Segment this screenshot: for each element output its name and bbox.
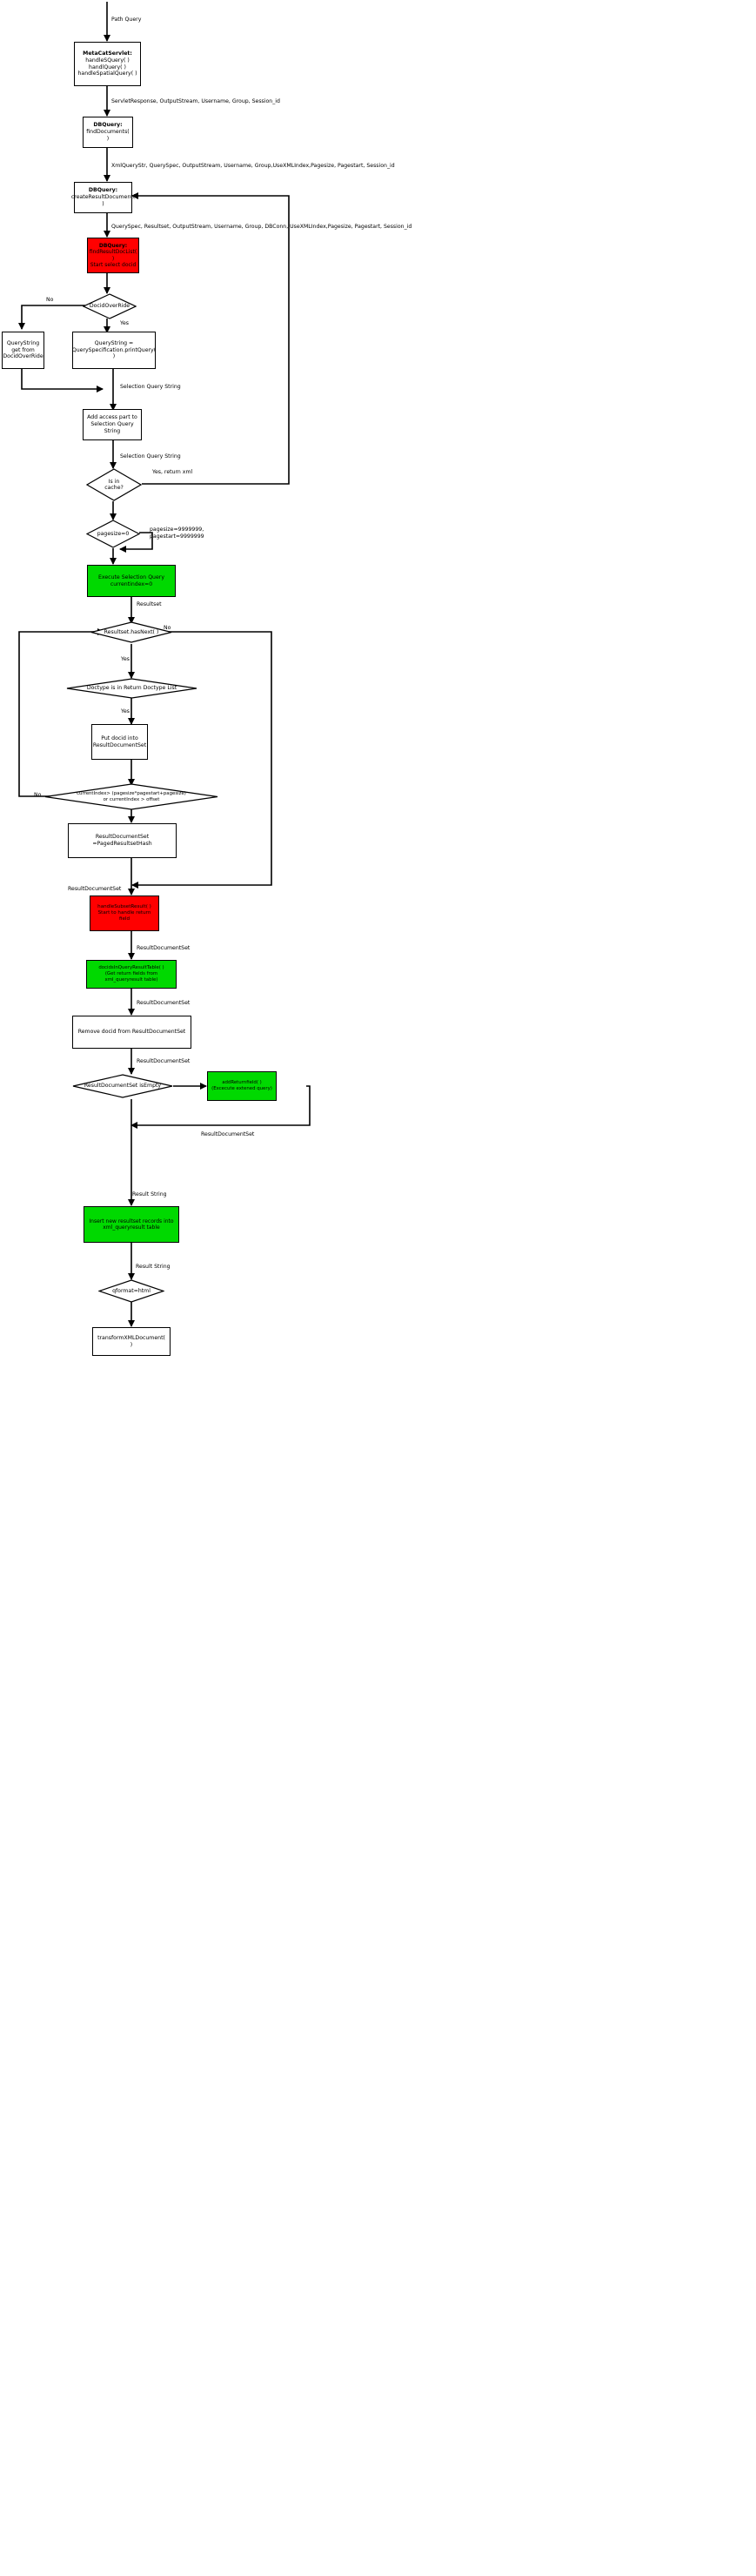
edge-label-docid-yes: Yes xyxy=(120,320,129,326)
node-insert-new-resultset-line-0: Insert new resultset records into xyxy=(89,1218,174,1224)
edge-label-result-string-1: ResultDocumentSet xyxy=(201,1131,255,1137)
diamond-shape xyxy=(86,520,140,548)
node-querystring-getfrom-line-0: QueryString xyxy=(6,339,40,346)
edge-label-hasnext-no: No xyxy=(164,625,171,631)
node-currentindex-check-line-0: currentIndex> (pagesize*pagestart+pagesi… xyxy=(77,791,186,797)
node-dbquery-findresultdoclist-line-1: Start select docid xyxy=(90,262,137,268)
node-handle-subset-result-line-0: handleSubsetResult( ) xyxy=(97,904,151,910)
edge-label-path-query: Path Query xyxy=(111,17,142,23)
node-resultdocumentset-paged-line-0: ResultDocumentSet =PagedResultsetHash xyxy=(92,834,152,847)
node-currentindex-check[interactable]: currentIndex> (pagesize*pagestart+pagesi… xyxy=(44,783,218,810)
node-currentindex-check-line-1: or currentIndex > offset xyxy=(103,796,160,802)
node-doctype-in-return-list[interactable]: Doctype is in Return Doctype List xyxy=(66,678,197,699)
node-handle-subset-result[interactable]: handleSubsetResult( ) Start to handle re… xyxy=(90,896,159,931)
diamond-shape xyxy=(90,621,172,643)
node-addreturnfield[interactable]: addReturnfield( ) (Excecute extened quer… xyxy=(207,1071,277,1101)
node-qformat-html[interactable]: qformat=html xyxy=(98,1279,164,1303)
node-querystring-getfrom-line-2: DocidOverRide xyxy=(3,353,43,360)
node-metacatservlet-line-1: handlQuery( ) xyxy=(89,64,126,70)
node-resultset-hasnext[interactable]: Resultset.hasNext( ) xyxy=(90,621,172,643)
node-transform-xml-document[interactable]: transformXMLDocument( ) xyxy=(92,1327,171,1356)
diamond-shape xyxy=(86,468,142,501)
edge-label-servlet-response-args: ServletResponse, OutputStream, Username,… xyxy=(111,98,280,104)
edge-label-qformat-yes: Result String xyxy=(136,1264,171,1270)
node-remove-docid-line-0: Remove docid from ResultDocumentSet xyxy=(77,1029,186,1036)
node-dbquery-createresultdocument-line-0: createResultDocument( ) xyxy=(70,194,136,207)
node-querystring-printquery[interactable]: QueryString = QuerySpecification.printQu… xyxy=(72,332,156,369)
node-put-docid-line-1: ResultDocumentSet xyxy=(92,741,147,748)
edge-label-queryspec-args: QuerySpec, Resultset, OutputStream, User… xyxy=(111,224,412,230)
node-is-in-cache[interactable]: Is in cache? xyxy=(86,468,142,501)
node-addreturnfield-line-1: (Excecute extened query) xyxy=(211,1086,272,1091)
node-dbquery-finddocuments-line-0: findDocuments( ) xyxy=(86,129,130,142)
node-add-access-part-line-0: Add access part to xyxy=(87,414,137,421)
node-doctype-in-return-list-label: Doctype is in Return Doctype List xyxy=(86,685,177,692)
node-pagesize-zero-label: pagesize=0 xyxy=(97,530,130,537)
diamond-shape xyxy=(83,293,137,319)
node-qformat-html-label: qformat=html xyxy=(112,1287,151,1294)
edge-label-resultdocumentset-4: ResultDocumentSet xyxy=(137,1058,191,1064)
node-put-docid[interactable]: Put docid into ResultDocumentSet xyxy=(91,724,148,760)
node-add-access-part[interactable]: Add access part to Selection Query Strin… xyxy=(83,409,142,440)
node-querystring-printquery-line-0: QueryString = xyxy=(94,339,134,346)
node-execute-selection-query-line-1: currentindex=0 xyxy=(110,580,153,587)
node-resultdocumentset-paged[interactable]: ResultDocumentSet =PagedResultsetHash xyxy=(68,823,177,858)
node-addreturnfield-line-0: addReturnfield( ) xyxy=(222,1080,262,1086)
node-metacatservlet-line-0: handleSQuery( ) xyxy=(85,57,130,64)
node-add-access-part-line-1: Selection Query String xyxy=(90,421,134,434)
edge-label-docid-no: No xyxy=(46,297,54,303)
node-handle-subset-result-line-1: Start to handle return field xyxy=(97,910,151,922)
node-querystring-getfrom-line-1: get from xyxy=(11,346,35,353)
node-metacatservlet-title: MetaCatServlet: xyxy=(83,50,132,57)
node-remove-docid[interactable]: Remove docid from ResultDocumentSet xyxy=(72,1016,191,1049)
node-dbquery-findresultdoclist-line-0: findResultDocList( ) xyxy=(89,249,137,262)
node-docids-in-query-result-table-line-1: (Get return fields from xml_queryresult … xyxy=(104,971,158,983)
edge-label-hasnext-yes: Yes xyxy=(121,656,130,662)
edge-label-xmlquerystr-args: XmlQueryStr, QuerySpec, OutputStream, Us… xyxy=(111,163,395,169)
node-insert-new-resultset[interactable]: Insert new resultset records into xml_qu… xyxy=(84,1206,179,1243)
node-execute-selection-query[interactable]: Execute Selection Query currentindex=0 xyxy=(87,565,176,597)
node-is-in-cache-line-0: Is in xyxy=(108,478,120,485)
diamond-shape xyxy=(44,783,218,810)
node-execute-selection-query-line-0: Execute Selection Query xyxy=(98,574,164,580)
node-dbquery-finddocuments-title: DBQuery: xyxy=(93,122,123,129)
edge-label-resultdocumentset-3: ResultDocumentSet xyxy=(137,1000,191,1006)
edge-label-cache-yes-return-xml: Yes, return xml xyxy=(152,469,193,475)
edge-label-currentindex-no: No xyxy=(34,792,42,798)
node-metacatservlet-line-2: handleSpatialQuery( ) xyxy=(77,70,137,77)
edge-label-selection-query-string-2: Selection Query String xyxy=(120,453,181,460)
edge-label-result-string-2: Result String xyxy=(132,1191,167,1197)
node-docidoverride[interactable]: DocidOverRide xyxy=(83,293,137,319)
node-dbquery-findresultdoclist[interactable]: DBQuery: findResultDocList( ) Start sele… xyxy=(87,238,139,273)
node-transform-xml-document-line-0: transformXMLDocument( ) xyxy=(97,1334,165,1348)
node-dbquery-findresultdoclist-title: DBQuery: xyxy=(98,242,128,249)
node-querystring-getfrom[interactable]: QueryString get from DocidOverRide xyxy=(2,332,44,369)
edge-label-doctype-yes: Yes xyxy=(121,708,130,714)
node-dbquery-createresultdocument-title: DBQuery: xyxy=(88,187,118,194)
node-resultset-hasnext-label: Resultset.hasNext( ) xyxy=(104,628,159,635)
node-is-in-cache-line-1: cache? xyxy=(104,485,124,491)
node-insert-new-resultset-line-1: xml_queryresult table xyxy=(103,1224,160,1231)
node-querystring-printquery-line-1: QuerySpecification.printQuery( ) xyxy=(71,346,157,360)
node-dbquery-finddocuments[interactable]: DBQuery: findDocuments( ) xyxy=(83,117,133,148)
diamond-shape xyxy=(66,678,197,699)
diamond-shape xyxy=(72,1074,173,1098)
node-metacatservlet[interactable]: MetaCatServlet: handleSQuery( ) handlQue… xyxy=(74,42,141,86)
node-docids-in-query-result-table[interactable]: docidsInQueryResultTable( ) (Get return … xyxy=(86,960,177,989)
node-pagesize-zero[interactable]: pagesize=0 xyxy=(86,520,140,548)
node-resultdocumentset-isempty-label: ResultDocumentSet isEmpty xyxy=(84,1083,162,1090)
edge-label-resultset: Resultset xyxy=(137,601,162,607)
node-resultdocumentset-isempty[interactable]: ResultDocumentSet isEmpty xyxy=(72,1074,173,1098)
node-docids-in-query-result-table-line-0: docidsInQueryResultTable( ) xyxy=(98,965,164,971)
diamond-shape xyxy=(98,1279,164,1303)
node-dbquery-createresultdocument[interactable]: DBQuery: createResultDocument( ) xyxy=(70,182,136,213)
edge-label-pagesize-defaults: pagesize=9999999, pagestart=9999999 xyxy=(150,527,204,540)
node-docidoverride-label: DocidOverRide xyxy=(89,303,130,310)
edge-label-selection-query-string-1: Selection Query String xyxy=(120,384,181,390)
edge-label-resultdocumentset-1: ResultDocumentSet xyxy=(68,886,122,892)
edge-label-resultdocumentset-2: ResultDocumentSet xyxy=(137,945,191,951)
node-put-docid-line-0: Put docid into xyxy=(101,735,138,741)
